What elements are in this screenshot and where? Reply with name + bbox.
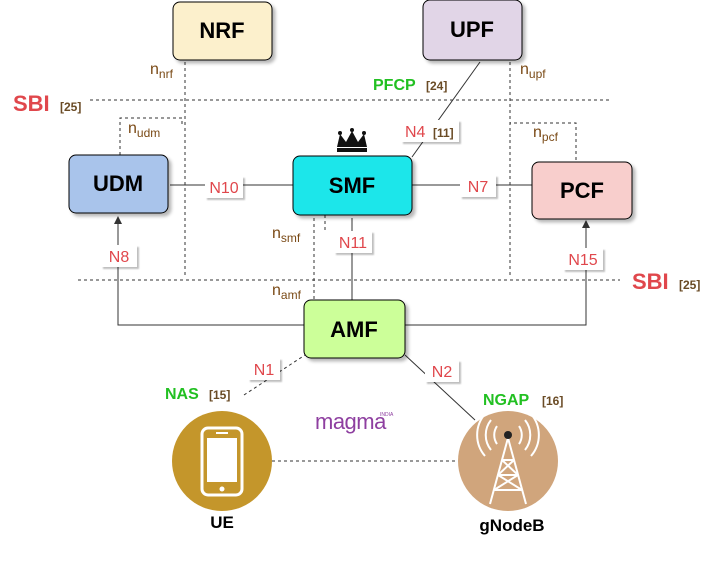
smf-label: SMF — [329, 173, 375, 198]
upf-node[interactable]: UPF — [422, 0, 523, 61]
nas-label: NAS [15] — [165, 386, 230, 403]
svg-text:N10: N10 — [209, 180, 238, 197]
service-interface-upf: nupf — [520, 61, 546, 81]
cell-tower-icon — [476, 413, 540, 505]
ue-device[interactable]: UE — [172, 411, 272, 532]
ngap-label: NGAP [16] — [483, 392, 563, 409]
n4-label: N4 [11] — [401, 120, 459, 142]
svg-text:NAS: NAS — [165, 386, 199, 403]
nrf-node[interactable]: NRF — [172, 1, 273, 61]
service-interface-nrf: nnrf — [150, 61, 174, 81]
svg-text:magma: magma — [315, 409, 387, 434]
svg-text:[11]: [11] — [433, 126, 454, 140]
svg-text:[16]: [16] — [542, 394, 563, 408]
udm-label: UDM — [93, 171, 143, 196]
amf-label: AMF — [330, 317, 378, 342]
svg-text:N7: N7 — [468, 179, 489, 196]
pfcp-label: PFCP [24] — [373, 77, 447, 94]
service-interface-connectors — [119, 62, 577, 462]
svg-text:[24]: [24] — [426, 79, 447, 93]
n11-label: N11 — [334, 231, 372, 253]
svg-text:[25]: [25] — [60, 100, 81, 114]
ue-label: UE — [210, 513, 234, 532]
n15-label: N15 — [563, 248, 603, 270]
service-interface-pcf: npcf — [533, 124, 559, 144]
n1-label: N1 — [248, 358, 280, 380]
svg-text:N2: N2 — [432, 364, 453, 381]
svg-text:N11: N11 — [339, 235, 367, 252]
svg-text:N4: N4 — [405, 124, 426, 141]
pcf-node[interactable]: PCF — [531, 161, 633, 220]
svg-text:SBI: SBI — [632, 269, 669, 294]
crown-icon — [337, 128, 367, 152]
upf-label: UPF — [450, 17, 494, 42]
n10-label: N10 — [205, 176, 243, 198]
svg-text:N8: N8 — [109, 249, 130, 266]
svg-text:N15: N15 — [568, 252, 597, 269]
sbi-label-bottom: SBI [25] — [632, 269, 700, 294]
antenna-dot — [504, 431, 512, 439]
n7-label: N7 — [460, 175, 496, 197]
sbi-label-top: SBI [25] — [13, 91, 81, 116]
gnodeb-label: gNodeB — [479, 516, 544, 535]
pcf-label: PCF — [560, 178, 604, 203]
pcf-arrowhead — [582, 220, 590, 228]
service-interface-udm: nudm — [128, 120, 160, 140]
nrf-label: NRF — [199, 18, 244, 43]
smf-node[interactable]: SMF — [292, 155, 413, 216]
n2-label: N2 — [425, 360, 459, 382]
n8-label: N8 — [101, 245, 137, 267]
svg-text:SBI: SBI — [13, 91, 50, 116]
service-interface-amf: namf — [272, 282, 302, 302]
udm-node[interactable]: UDM — [68, 154, 169, 214]
svg-text:PFCP: PFCP — [373, 77, 416, 94]
svg-text:NGAP: NGAP — [483, 392, 530, 409]
svg-text:[25]: [25] — [679, 278, 700, 292]
udm-arrowhead — [114, 216, 122, 224]
svg-text:INDIA: INDIA — [380, 412, 394, 418]
magma-logo: magma INDIA — [315, 409, 394, 434]
svg-text:N1: N1 — [254, 362, 275, 379]
gnodeb-device[interactable]: gNodeB — [458, 411, 558, 535]
svg-text:[15]: [15] — [209, 388, 230, 402]
service-interface-smf: nsmf — [272, 225, 301, 245]
smartphone-icon — [200, 426, 244, 497]
amf-node[interactable]: AMF — [303, 299, 406, 359]
